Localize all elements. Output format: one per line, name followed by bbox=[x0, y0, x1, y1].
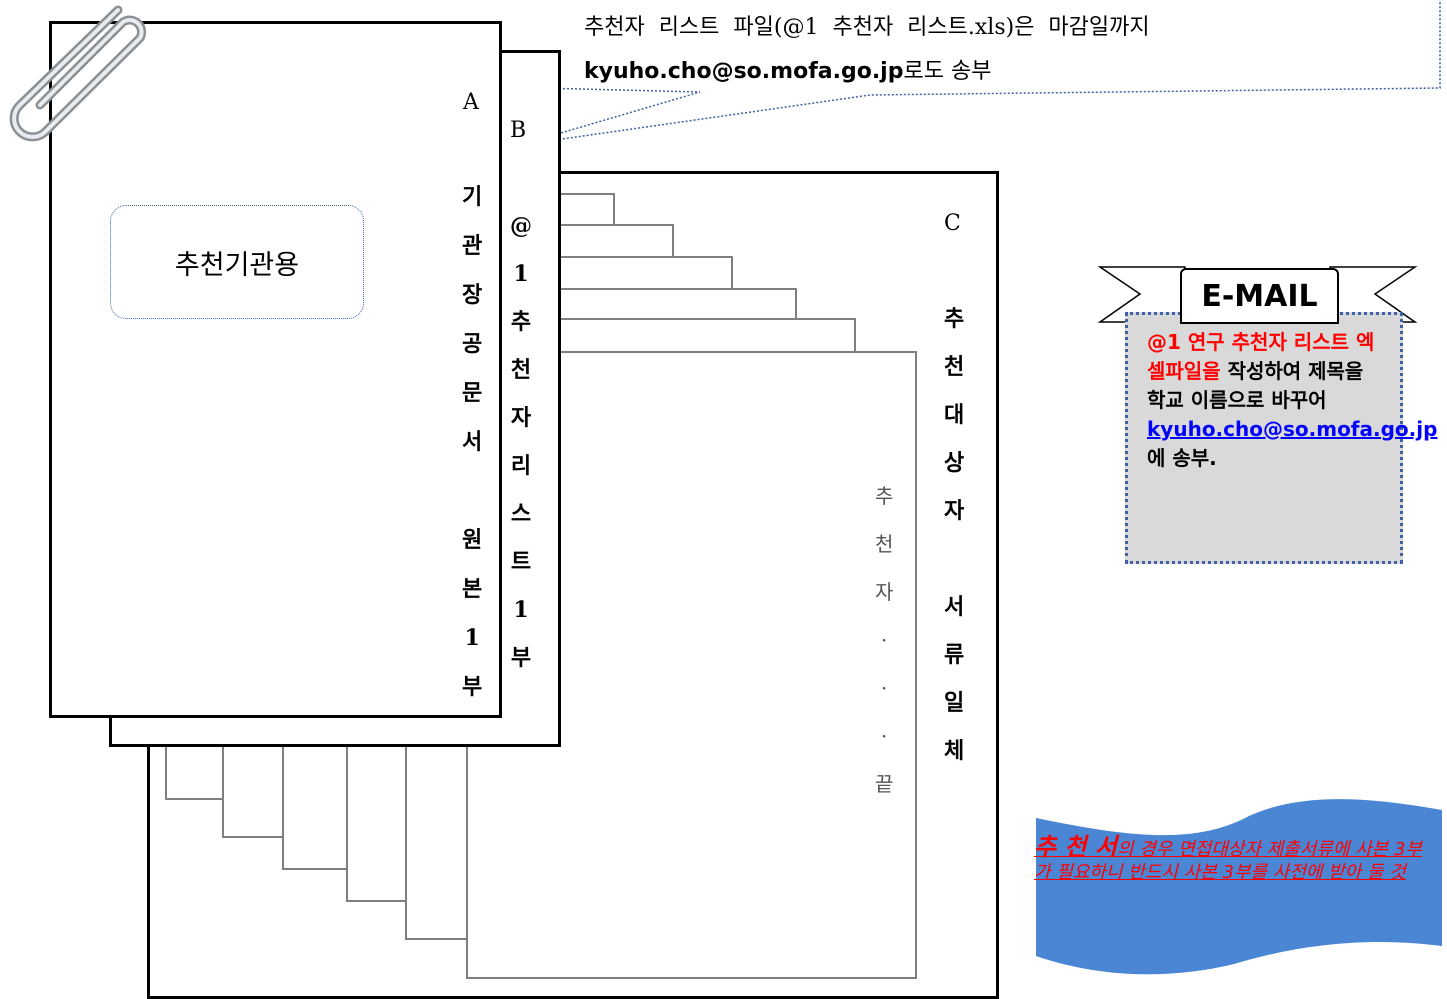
vertical-char: 리 bbox=[510, 453, 532, 479]
vertical-char: 자 bbox=[944, 498, 965, 524]
callout-suffix: 로도 송부 bbox=[903, 59, 992, 84]
recommender-char: 천 bbox=[875, 532, 894, 556]
vertical-char: 기 bbox=[462, 184, 483, 210]
callout-line-1: 추천자 리스트 파일(@1 추천자 리스트.xls)은 마감일까지 bbox=[584, 15, 1150, 40]
vertical-char: 본 bbox=[462, 576, 483, 602]
wave-note-body: 의 경우 면접대상자 제출서류에 사본 3부가 필요하니 반드시 사본 3부를 … bbox=[1034, 839, 1422, 883]
vertical-char: 1 bbox=[513, 597, 529, 623]
vertical-char: 1 bbox=[513, 261, 529, 287]
email-note-red: @1 연구 추천자 리스트 엑셀파일을 bbox=[1147, 330, 1375, 383]
email-note-end: 에 송부. bbox=[1147, 446, 1217, 470]
email-note-black: 작성하여 제목을 학교 이름으로 바꾸어 bbox=[1147, 359, 1364, 412]
email-note-text: @1 연구 추천자 리스트 엑셀파일을 작성하여 제목을 학교 이름으로 바꾸어… bbox=[1147, 328, 1437, 473]
vertical-char: 1 bbox=[464, 625, 480, 651]
doc-a-label: 추천기관용 bbox=[174, 249, 300, 281]
email-banner-label: E-MAIL bbox=[1201, 278, 1318, 314]
recommender-char: · bbox=[881, 676, 888, 700]
vertical-char: 관 bbox=[462, 233, 483, 259]
doc-b-letter: B bbox=[510, 118, 527, 143]
vertical-char: 대 bbox=[944, 402, 965, 428]
wave-note-text: 추 천 서의 경우 면접대상자 제출서류에 사본 3부가 필요하니 반드시 사본… bbox=[1034, 833, 1434, 884]
vertical-char: 원 bbox=[462, 527, 483, 553]
email-ribbon bbox=[1097, 266, 1418, 323]
wave-shape bbox=[1036, 799, 1442, 975]
email-banner: E-MAIL bbox=[1180, 268, 1339, 324]
vertical-char: 장 bbox=[462, 282, 483, 308]
doc-a-label-box: 추천기관용 bbox=[110, 205, 364, 319]
vertical-char: 서 bbox=[944, 594, 965, 620]
vertical-char: 상 bbox=[944, 450, 965, 476]
vertical-char: 체 bbox=[944, 738, 965, 764]
recommender-char: 추 bbox=[875, 484, 894, 508]
document-a bbox=[49, 21, 502, 718]
vertical-char: 추 bbox=[510, 309, 532, 335]
vertical-char: 부 bbox=[462, 674, 483, 700]
vertical-char: 류 bbox=[944, 642, 965, 668]
wave-note-emphasis: 추 천 서 bbox=[1034, 833, 1117, 861]
vertical-char: 추 bbox=[944, 306, 965, 332]
callout-note: 추천자 리스트 파일(@1 추천자 리스트.xls)은 마감일까지 kyuho.… bbox=[584, 6, 1424, 94]
recommender-char: 끝 bbox=[875, 772, 894, 796]
vertical-char: 공 bbox=[462, 331, 483, 357]
vertical-char: @ bbox=[510, 213, 532, 239]
vertical-char: 천 bbox=[510, 357, 532, 383]
vertical-char: 일 bbox=[944, 690, 965, 716]
recommender-char: · bbox=[881, 628, 888, 652]
email-note-link[interactable]: kyuho.cho@so.mofa.go.jp bbox=[1147, 417, 1438, 441]
vertical-char: 부 bbox=[510, 645, 532, 671]
vertical-char: 천 bbox=[944, 354, 965, 380]
recommender-char: · bbox=[881, 724, 888, 748]
doc-c-letter: C bbox=[944, 211, 961, 236]
vertical-char: 서 bbox=[462, 429, 483, 455]
email-note-box bbox=[1125, 312, 1403, 564]
callout-line-2: kyuho.cho@so.mofa.go.jp로도 송부 bbox=[584, 50, 1424, 94]
doc-a-letter: A bbox=[463, 90, 479, 115]
vertical-char: 스 bbox=[510, 501, 532, 527]
vertical-char: 트 bbox=[510, 549, 532, 575]
recommender-char: 자 bbox=[875, 580, 894, 604]
paperclip-icon bbox=[9, 5, 147, 142]
vertical-char: 자 bbox=[510, 405, 532, 431]
vertical-char: 문 bbox=[462, 380, 483, 406]
callout-email: kyuho.cho@so.mofa.go.jp bbox=[584, 59, 904, 84]
